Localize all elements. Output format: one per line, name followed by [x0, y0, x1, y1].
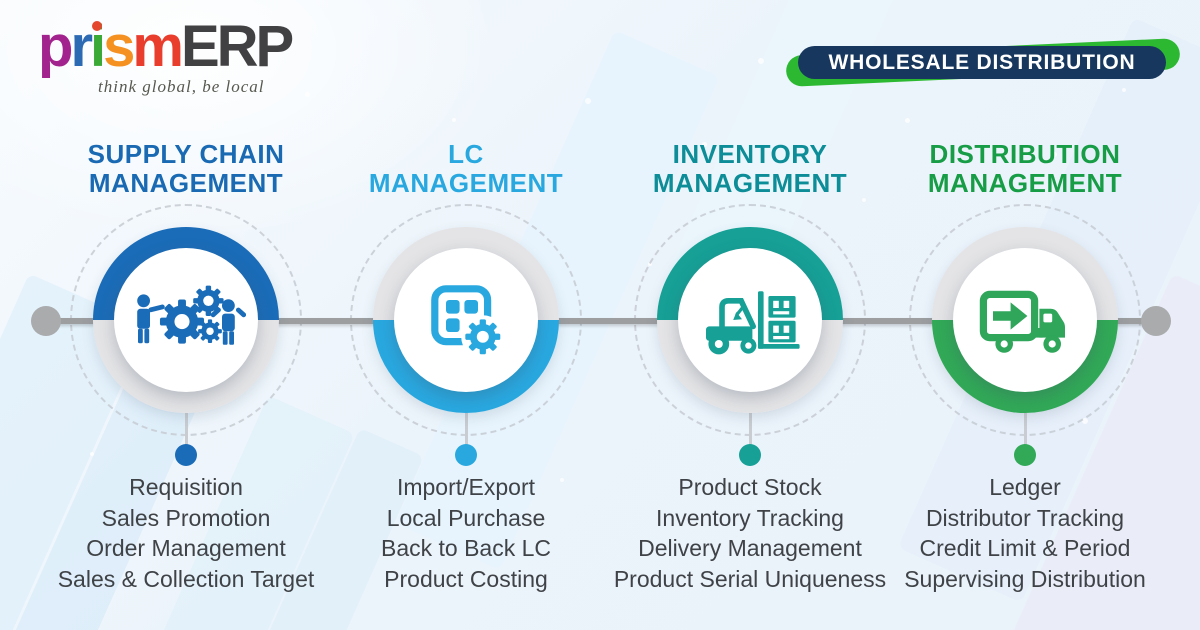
- feature-item: Credit Limit & Period: [919, 535, 1131, 561]
- timeline-end-dot: [1141, 306, 1171, 336]
- feature-list: Ledger Distributor Tracking Credit Limit…: [875, 472, 1175, 594]
- banner-pill: WHOLESALE DISTRIBUTION: [798, 46, 1166, 79]
- node-dot: [455, 444, 477, 466]
- banner-label: WHOLESALE DISTRIBUTION: [828, 50, 1136, 74]
- people-gears-icon: [126, 283, 246, 357]
- feature-item: Back to Back LC: [380, 535, 552, 561]
- logo-letter: r: [70, 14, 93, 79]
- feature-item: Product Serial Uniqueness: [613, 565, 887, 592]
- connector-stem: [464, 413, 468, 447]
- feature-item: Sales Promotion: [101, 504, 271, 531]
- feature-list: Import/Export Local Purchase Back to Bac…: [316, 472, 616, 594]
- timeline-start-dot: [31, 306, 61, 336]
- grid-gear-icon: [422, 276, 510, 364]
- logo-letter: p: [38, 14, 73, 79]
- logo-letter: m: [132, 14, 184, 79]
- feature-item: Product Stock: [678, 474, 822, 500]
- milestone-circle: [678, 248, 822, 392]
- logo-i-dot: [92, 21, 103, 31]
- connector-stem: [184, 413, 188, 447]
- forklift-icon: [690, 280, 810, 360]
- feature-item: Import/Export: [396, 474, 536, 500]
- feature-item: Requisition: [129, 474, 243, 500]
- node-dot: [175, 444, 197, 466]
- feature-item: Local Purchase: [386, 504, 546, 531]
- logo-letter: i: [90, 14, 106, 79]
- feature-item: Order Management: [86, 535, 286, 561]
- delivery-truck-icon: [969, 280, 1081, 360]
- logo-tagline: think global, be local: [98, 77, 265, 96]
- milestone-circle: [953, 248, 1097, 392]
- connector-stem: [1023, 413, 1027, 447]
- milestone-circle: [394, 248, 538, 392]
- feature-item: Supervising Distribution: [904, 565, 1146, 592]
- feature-list: Requisition Sales Promotion Order Manage…: [36, 472, 336, 594]
- feature-item: Inventory Tracking: [656, 504, 844, 531]
- feature-item: Product Costing: [384, 565, 548, 592]
- milestone-circle: [114, 248, 258, 392]
- feature-list: Product Stock Inventory Tracking Deliver…: [600, 472, 900, 594]
- feature-item: Sales & Collection Target: [57, 565, 315, 592]
- node-dot: [1014, 444, 1036, 466]
- feature-item: Delivery Management: [638, 535, 862, 561]
- logo-letter: s: [103, 14, 135, 79]
- node-dot: [739, 444, 761, 466]
- connector-stem: [748, 413, 752, 447]
- feature-item: Ledger: [989, 474, 1061, 500]
- logo-suffix: ERP: [180, 14, 294, 79]
- feature-item: Distributor Tracking: [925, 504, 1125, 531]
- category-banner: WHOLESALE DISTRIBUTION: [785, 38, 1181, 87]
